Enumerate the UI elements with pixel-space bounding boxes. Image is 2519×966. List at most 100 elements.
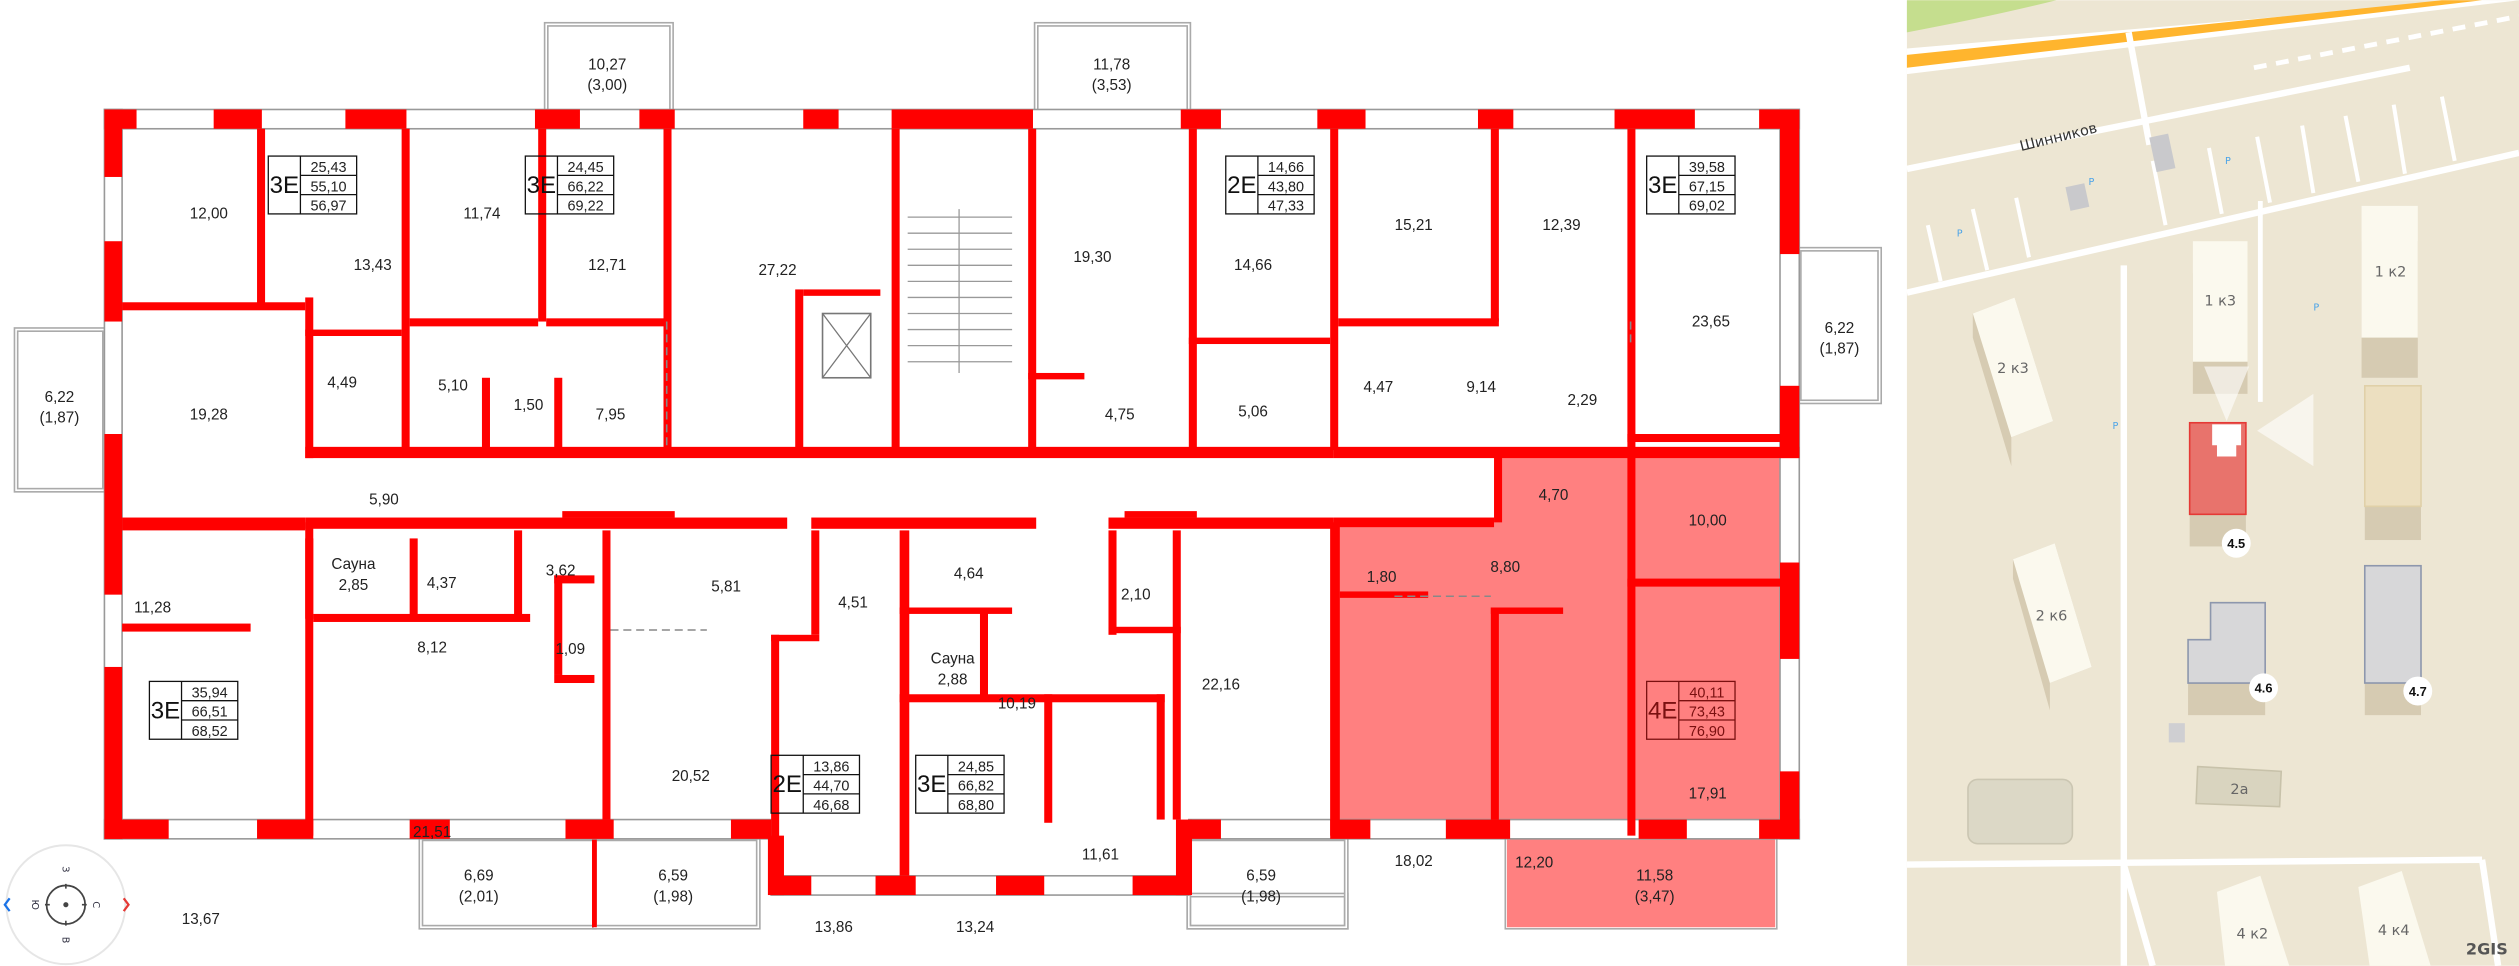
room-area-label: 6,22 bbox=[1825, 320, 1855, 337]
wall bbox=[305, 522, 314, 836]
room-area-label: 12,20 bbox=[1515, 855, 1553, 872]
wall bbox=[1132, 875, 1189, 896]
building-label: 1 к2 bbox=[2375, 265, 2407, 281]
wall bbox=[1317, 109, 1366, 129]
room-area-label: 14,66 bbox=[1234, 257, 1272, 274]
total-area: 55,10 bbox=[310, 179, 346, 195]
room-sub-label: (2,01) bbox=[459, 888, 499, 905]
wall bbox=[663, 128, 672, 451]
apartment-type: 3E bbox=[151, 697, 180, 724]
room-area-label: 6,69 bbox=[464, 868, 494, 885]
room-area-label: 1,50 bbox=[514, 397, 544, 414]
building-1k3[interactable] bbox=[2192, 241, 2248, 362]
marker-4-5[interactable]: 4.5 bbox=[2221, 528, 2251, 558]
walls bbox=[104, 109, 1800, 896]
wall bbox=[305, 517, 788, 529]
room-area-label: 11,28 bbox=[134, 599, 171, 616]
room-area-label: 12,00 bbox=[190, 206, 228, 223]
area-with-balcony: 69,22 bbox=[568, 199, 604, 215]
room-area-label: 5,06 bbox=[1238, 403, 1268, 420]
room-area-label: 17,91 bbox=[1689, 786, 1727, 803]
chevron-right-icon[interactable] bbox=[122, 897, 130, 912]
highway bbox=[1906, 0, 2483, 68]
chevron-left-icon[interactable] bbox=[3, 897, 11, 912]
total-area: 44,70 bbox=[813, 779, 849, 795]
wall bbox=[1490, 607, 1564, 614]
wall bbox=[104, 109, 123, 177]
road bbox=[2125, 31, 2153, 146]
wall bbox=[313, 613, 531, 622]
wall bbox=[1780, 109, 1800, 255]
parking-icon: P bbox=[2313, 302, 2319, 313]
parking-line bbox=[2391, 104, 2407, 175]
wall bbox=[891, 128, 900, 451]
room-area-label: Сауна bbox=[331, 556, 376, 573]
room-area-label: 2,10 bbox=[1121, 586, 1151, 603]
balcony bbox=[418, 836, 597, 930]
apartment-type: 4E bbox=[1648, 697, 1677, 724]
wall bbox=[1188, 819, 1221, 839]
building-4k2[interactable] bbox=[2216, 875, 2290, 966]
wall bbox=[1494, 450, 1503, 523]
building-1k2[interactable] bbox=[2361, 205, 2418, 338]
badge-frame bbox=[1646, 680, 1736, 740]
building-planned[interactable] bbox=[2363, 385, 2422, 508]
marker-4-6[interactable]: 4.6 bbox=[2249, 673, 2279, 703]
building-4-7[interactable] bbox=[2363, 564, 2422, 684]
badge-frame bbox=[915, 754, 1005, 814]
floor-plan: 12,0013,4319,284,496,22(1,87)11,745,101,… bbox=[13, 21, 1883, 936]
total-area: 66,51 bbox=[192, 705, 228, 721]
wall bbox=[409, 318, 539, 327]
wall bbox=[1108, 530, 1117, 635]
building-2a[interactable] bbox=[2195, 765, 2283, 808]
road bbox=[2478, 859, 2502, 966]
living-area: 35,94 bbox=[192, 685, 228, 701]
wall bbox=[1180, 109, 1221, 129]
location-map[interactable]: Шинников 1 к3 1 к2 2 к3 2 к6 4.5 bbox=[1906, 0, 2519, 966]
compass[interactable]: З Ю С В bbox=[3, 844, 130, 966]
wall bbox=[899, 694, 1165, 703]
apartment-type: 3E bbox=[1648, 172, 1677, 199]
room-area-label: 1,09 bbox=[555, 641, 585, 658]
wall bbox=[554, 377, 563, 451]
wall bbox=[401, 128, 410, 451]
parking-line bbox=[2150, 160, 2168, 226]
wall bbox=[122, 302, 306, 311]
wall bbox=[1172, 530, 1181, 820]
room-area-label: 10,27 bbox=[588, 56, 626, 73]
building-2k3[interactable] bbox=[1972, 297, 2054, 438]
wall bbox=[104, 666, 123, 839]
wall bbox=[345, 109, 407, 129]
wall bbox=[104, 434, 123, 595]
room-area-label: 7,95 bbox=[596, 407, 626, 424]
living-area: 25,43 bbox=[310, 160, 346, 176]
marker-label: 4.7 bbox=[2409, 684, 2427, 699]
room-sub-label: (1,87) bbox=[40, 410, 80, 427]
building-4-6[interactable] bbox=[2187, 601, 2266, 684]
building-2k6[interactable] bbox=[2012, 543, 2092, 684]
selected-apartment-4e[interactable] bbox=[1330, 450, 1797, 928]
wall bbox=[305, 446, 1334, 459]
compass-ticks bbox=[44, 883, 87, 926]
wall bbox=[305, 538, 314, 619]
marker-4-7[interactable]: 4.7 bbox=[2403, 676, 2433, 706]
room-area-label: 13,67 bbox=[182, 911, 220, 928]
room-area-label: 5,90 bbox=[369, 492, 399, 509]
wall bbox=[1333, 517, 1495, 528]
road bbox=[2120, 863, 2156, 966]
wall bbox=[1338, 318, 1499, 327]
room-area-label: 5,10 bbox=[438, 378, 468, 395]
building-4k4[interactable] bbox=[2358, 870, 2431, 966]
wall bbox=[1330, 128, 1339, 451]
wall bbox=[562, 511, 675, 518]
wall bbox=[538, 128, 547, 322]
